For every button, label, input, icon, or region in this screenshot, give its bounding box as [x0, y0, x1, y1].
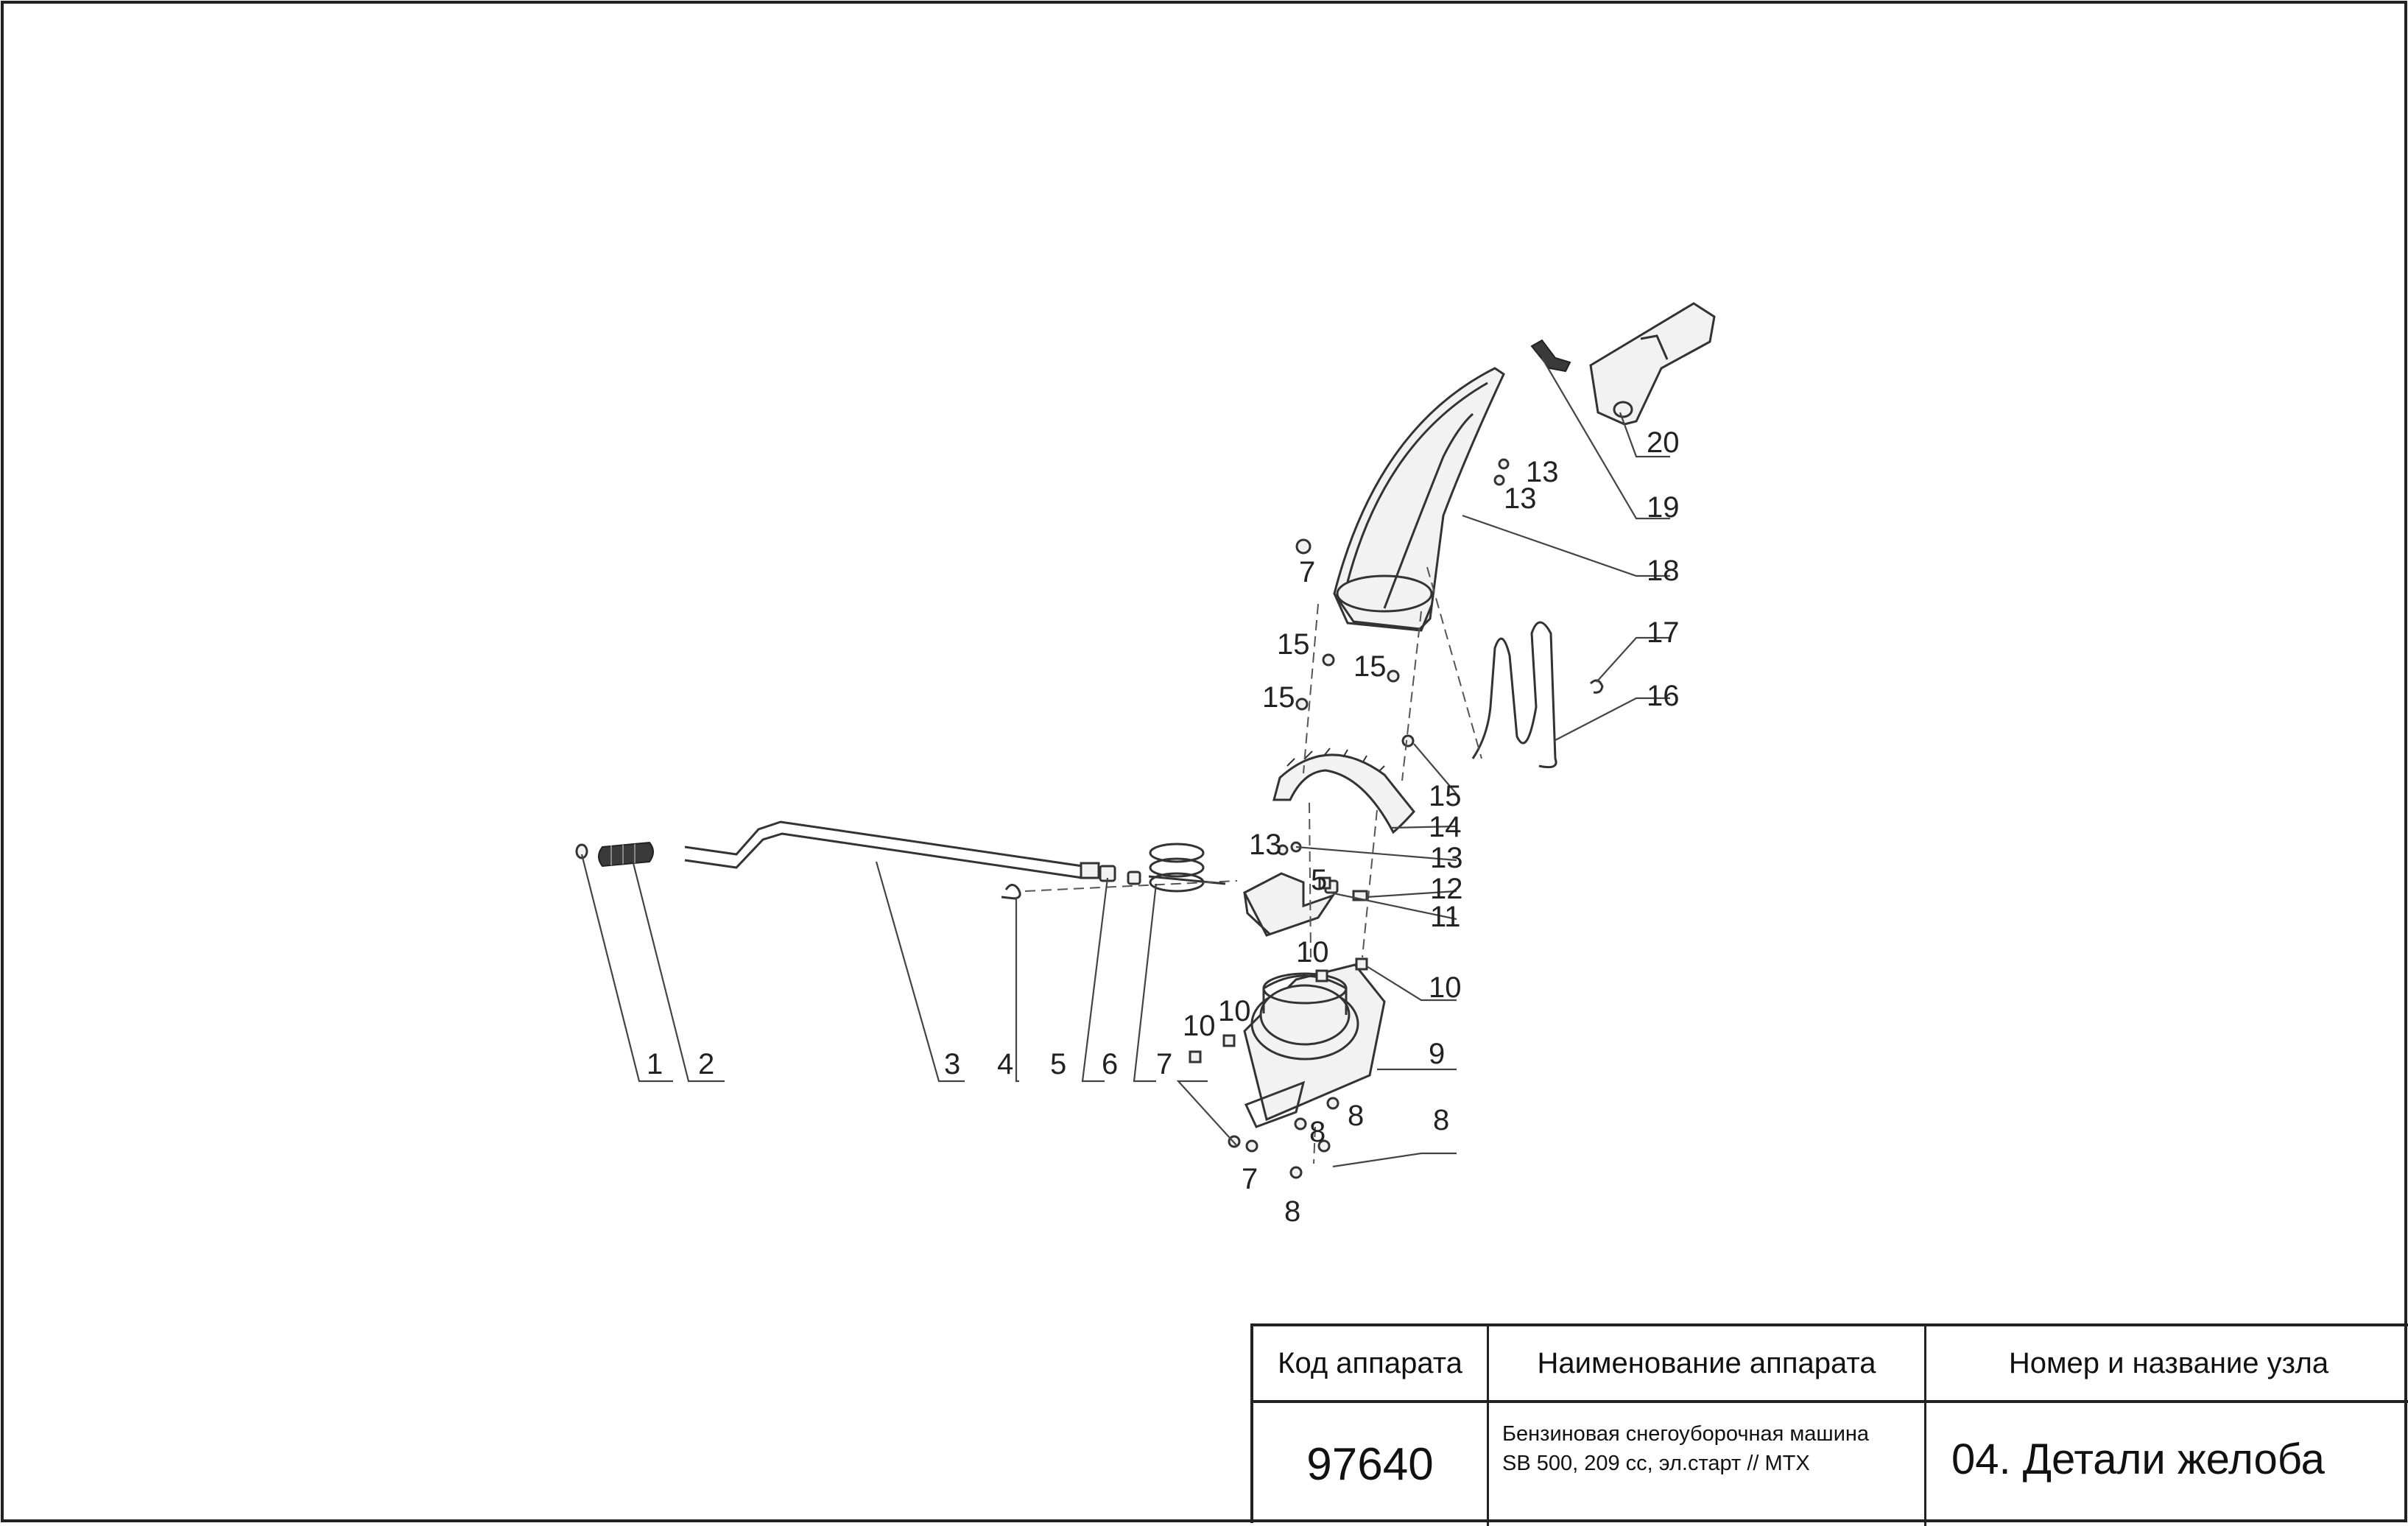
device-name-line-1: Бензиновая снегоуборочная машина	[1502, 1422, 1870, 1446]
part-18-chute	[1333, 367, 1505, 632]
leader-lines	[580, 357, 1670, 1168]
device-name-line-2: SB 500, 209 cc, эл.старт // MTX	[1502, 1452, 1810, 1475]
part-3-crank-rod	[684, 820, 1100, 879]
callout-3: 3	[944, 1048, 960, 1080]
callout-13-right-lower: 13	[1430, 842, 1463, 874]
part-13-screw-upper	[1493, 458, 1510, 486]
callout-8-center: 8	[1309, 1116, 1326, 1148]
callout-5-right: 5	[1311, 864, 1327, 896]
callout-13-upper-a: 13	[1526, 456, 1559, 488]
callout-4: 4	[997, 1048, 1013, 1080]
callout-18: 18	[1647, 555, 1680, 587]
callout-7-bottom: 7	[1242, 1163, 1258, 1195]
device-name-value: Бензиновая снегоуборочная машина SB 500,…	[1489, 1403, 1926, 1526]
callout-14: 14	[1429, 811, 1462, 843]
callout-15-center: 15	[1353, 650, 1387, 683]
title-block: Код аппарата Наименование аппарата Номер…	[1250, 1323, 2408, 1526]
part-9-chute-base	[1243, 963, 1386, 1128]
callout-10-right: 10	[1429, 971, 1462, 1004]
callout-13-upper-b: 13	[1504, 482, 1537, 515]
part-16-cable	[1471, 621, 1557, 769]
part-13-screw-lower	[1277, 841, 1302, 856]
device-name-header: Наименование аппарата	[1489, 1326, 1926, 1403]
callout-15-right-lower: 15	[1429, 780, 1462, 812]
callout-labels: 1 2 3 4 5 6 7 7 7 5 11 12 13 14 15 13 10…	[647, 426, 1680, 1228]
callout-15-left-upper: 15	[1277, 628, 1310, 661]
callout-20: 20	[1647, 426, 1680, 459]
callout-9: 9	[1429, 1038, 1445, 1070]
node-value: 04. Детали желоба	[1951, 1435, 2325, 1483]
callout-1: 1	[647, 1048, 663, 1080]
callout-6: 6	[1102, 1048, 1118, 1080]
callout-13-left-lower: 13	[1249, 829, 1282, 861]
device-code-value: 97640	[1253, 1403, 1489, 1526]
part-1-washer	[575, 843, 588, 859]
callout-8-inner: 8	[1348, 1100, 1364, 1132]
callout-5-left: 5	[1050, 1048, 1066, 1080]
callout-2: 2	[698, 1048, 714, 1080]
part-19-knob	[1530, 339, 1571, 373]
part-17-clip	[1589, 679, 1604, 694]
callout-17: 17	[1647, 616, 1680, 649]
callout-16: 16	[1647, 680, 1680, 712]
callout-10-center: 10	[1296, 936, 1329, 968]
part-15-screw	[1295, 653, 1415, 748]
part-12-bolt	[1318, 876, 1368, 901]
callout-12: 12	[1430, 873, 1463, 905]
callout-15-left-lower: 15	[1262, 681, 1295, 714]
callout-10-far-left: 10	[1183, 1010, 1216, 1042]
part-14-ring-clamp	[1272, 748, 1415, 834]
part-20-deflector	[1589, 302, 1716, 426]
callout-7-top: 7	[1299, 556, 1315, 588]
node-header: Номер и название узла	[1926, 1326, 2408, 1403]
callout-7-left: 7	[1156, 1048, 1172, 1080]
callout-8-right: 8	[1433, 1104, 1449, 1136]
callout-8-bottom: 8	[1284, 1195, 1300, 1228]
part-8-bolt	[1289, 1097, 1339, 1179]
callout-10-left: 10	[1218, 995, 1251, 1027]
callout-11: 11	[1430, 901, 1461, 933]
callout-19: 19	[1647, 491, 1680, 524]
device-code-header: Код аппарата	[1253, 1326, 1489, 1403]
part-4-cotter-pin	[1001, 884, 1021, 900]
part-2-handle-grip	[598, 841, 654, 868]
part-10-nut	[1189, 957, 1368, 1063]
part-7-washer	[1228, 538, 1312, 1153]
